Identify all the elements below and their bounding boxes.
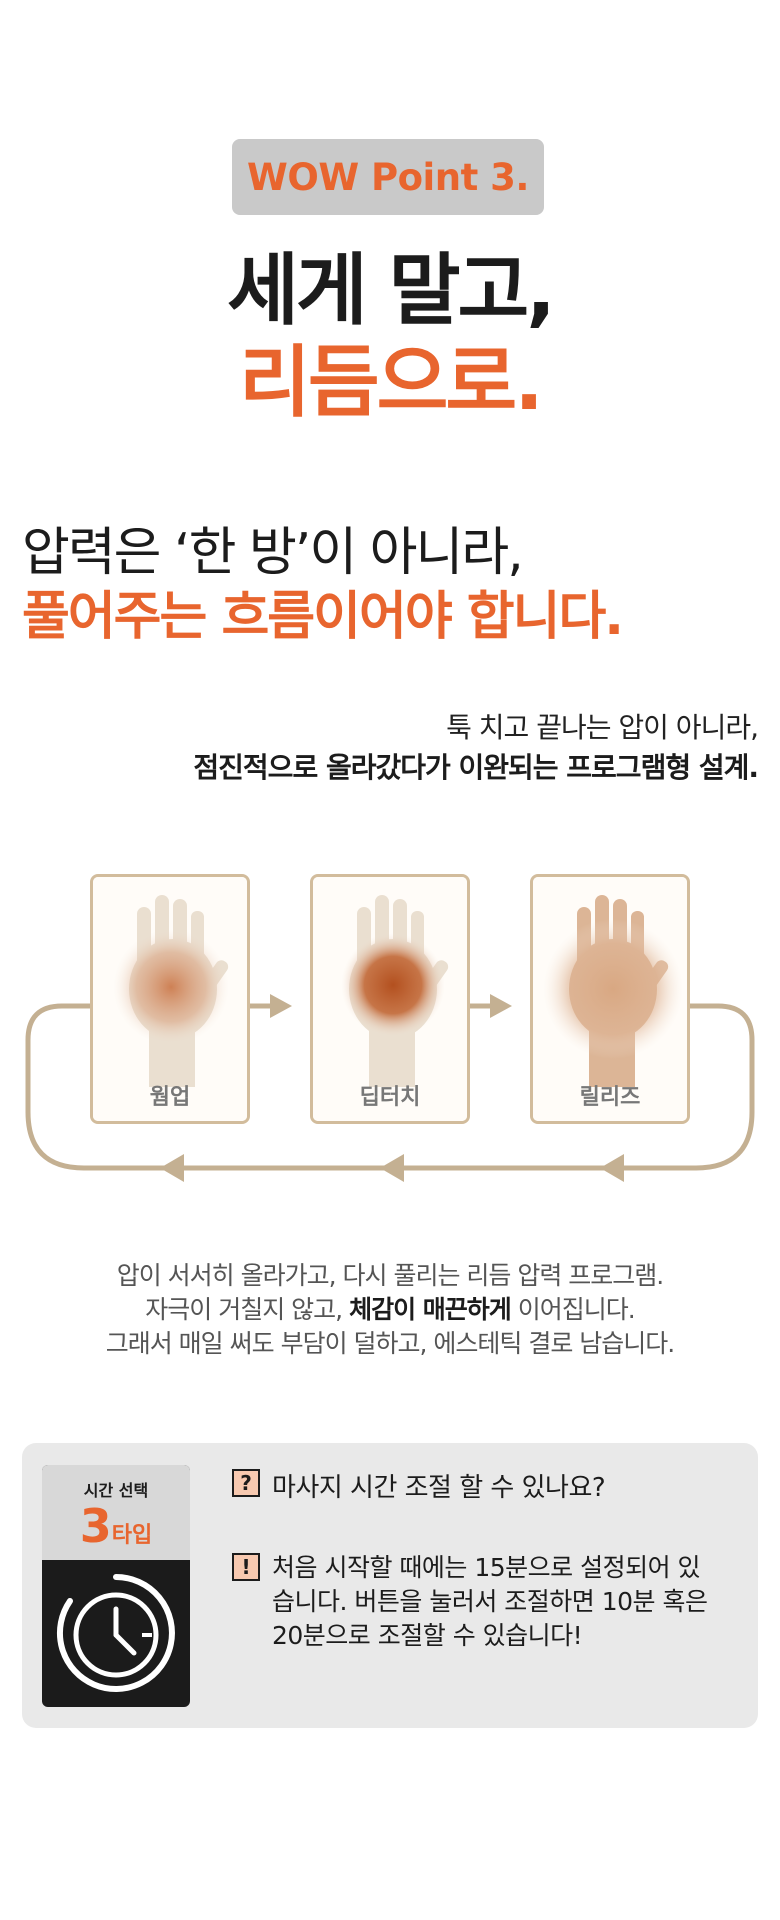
exclamation-icon: !	[232, 1553, 260, 1581]
hand-icon	[93, 877, 247, 1121]
step-card-deeptouch: 딥터치	[310, 874, 470, 1124]
step-label: 딥터치	[359, 1085, 421, 1110]
step-label: 릴리즈	[579, 1085, 641, 1110]
description-line-1: 툭 치고 끝나는 압이 아니라,	[446, 711, 759, 744]
subheading-line-2: 풀어주는 흐름이어야 합니다.	[22, 587, 624, 647]
wow-point-badge: WOW Point 3.	[232, 139, 544, 215]
step-card-release: 릴리즈	[530, 874, 690, 1124]
answer-text: 처음 시작할 때에는 15분으로 설정되어 있습니다. 버튼을 눌러서 조절하면…	[272, 1553, 708, 1650]
step-card-warmup: 웜업	[90, 874, 250, 1124]
arrow-left-icon	[160, 1154, 184, 1182]
timer-card-header	[42, 1465, 190, 1560]
headline-line-1: 세게 말고,	[227, 246, 556, 336]
rhythm-cycle-diagram: 웜업 딥터치	[0, 860, 780, 1190]
arrow-right-icon	[490, 994, 512, 1018]
arrow-left-icon	[380, 1154, 404, 1182]
headline-line-2: 리듬으로.	[239, 338, 544, 428]
timer-label: 시간 선택	[83, 1481, 149, 1500]
faq-panel: 시간 선택 3타입 ? 마사지 시간 조절 할 수 있나요? ! 처음 시작할 …	[22, 1443, 758, 1728]
hand-icon	[313, 877, 467, 1121]
cycle-flow-lines	[25, 994, 755, 1182]
timer-type-card: 시간 선택 3타입	[42, 1465, 190, 1707]
arrow-right-icon	[270, 994, 292, 1018]
question-text: 마사지 시간 조절 할 수 있나요?	[272, 1473, 606, 1503]
step-label: 웜업	[149, 1085, 191, 1110]
body-line-2-suffix: 이어집니다.	[510, 1295, 636, 1324]
body-line-2-prefix: 자극이 거칠지 않고,	[145, 1295, 350, 1324]
body-line-1: 압이 서서히 올라가고, 다시 풀리는 리듬 압력 프로그램.	[116, 1261, 665, 1290]
body-line-2-emphasis: 체감이 매끈하게	[349, 1295, 512, 1324]
body-line-2: 자극이 거칠지 않고, 체감이 매끈하게 이어집니다.	[0, 1290, 780, 1326]
timer-count: 3타입	[42, 1499, 190, 1553]
hand-icon	[533, 877, 687, 1121]
description-line-2: 점진적으로 올라갔다가 이완되는 프로그램형 설계.	[193, 751, 759, 784]
clock-icon	[57, 1574, 175, 1692]
body-line-3: 그래서 매일 써도 부담이 덜하고, 에스테틱 결로 남습니다.	[105, 1329, 676, 1358]
subheading-line-1: 압력은 ‘한 방’이 아니라,	[22, 523, 524, 583]
question-mark-icon: ?	[232, 1469, 260, 1497]
timer-number: 3	[79, 1499, 112, 1553]
timer-unit: 타입	[111, 1523, 153, 1548]
arrow-left-icon	[600, 1154, 624, 1182]
